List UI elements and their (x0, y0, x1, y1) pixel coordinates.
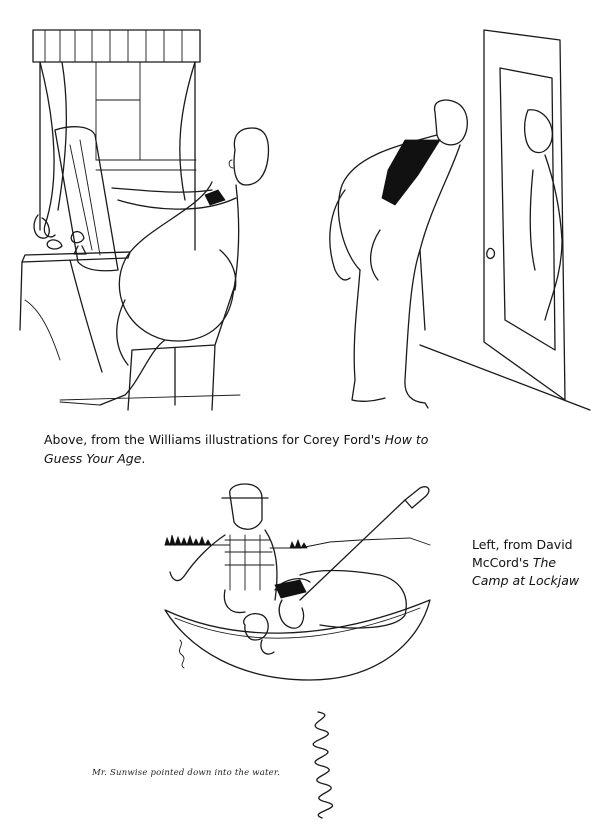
illustration-caption-line: Mr. Sunwise pointed down into the water. (92, 768, 281, 778)
man-reading-newspaper-illustration (19, 29, 270, 411)
top-caption-suffix: . (141, 451, 146, 466)
left-caption: Left, from David McCord's The Camp at Lo… (472, 536, 592, 590)
top-caption-prefix: Above, from the Williams illustrations f… (44, 432, 385, 447)
canoe-illustration (164, 483, 431, 681)
water-ripple-line (312, 711, 334, 819)
left-caption-prefix: Left, from David McCord's (472, 537, 573, 570)
man-looking-in-mirror-illustration (329, 29, 591, 411)
top-caption-book-title: How to Guess Your Age (44, 432, 429, 466)
top-caption: Above, from the Williams illustrations f… (44, 430, 464, 468)
left-caption-book-title: The Camp at Lockjaw (472, 555, 580, 588)
